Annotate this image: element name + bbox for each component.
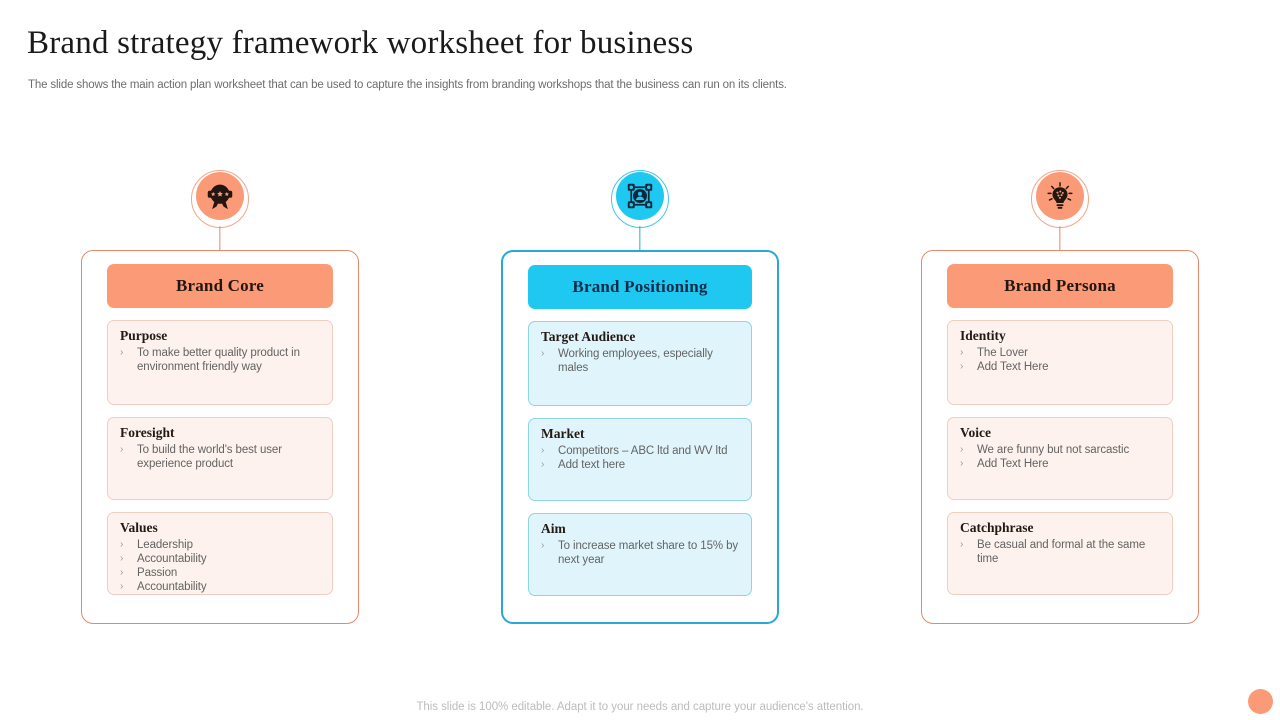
- connector-line: [219, 226, 221, 250]
- chevron-right-icon: ›: [541, 444, 545, 456]
- bullet-item: › Be casual and formal at the same time: [960, 538, 1162, 566]
- card-section[interactable]: Voice › We are funny but not sarcastic › Add…: [947, 417, 1173, 500]
- chevron-right-icon: ›: [541, 347, 545, 359]
- card-section[interactable]: Purpose › To make better quality product i…: [107, 320, 333, 405]
- bullet-text: Add Text Here: [977, 360, 1049, 373]
- chevron-right-icon: ›: [960, 360, 964, 372]
- lightbulb-idea-icon: [1036, 172, 1084, 220]
- bullet-text: Add Text Here: [977, 457, 1049, 470]
- chevron-right-icon: ›: [120, 346, 124, 358]
- bullet-text: To build the world's best user experienc…: [137, 443, 282, 470]
- bullet-item: › To make better quality product in envir…: [120, 346, 322, 374]
- connector-line: [639, 226, 641, 250]
- bullet-item: › To increase market share to 15% by next…: [541, 539, 741, 567]
- bullet-text: We are funny but not sarcastic: [977, 443, 1130, 456]
- bullet-text: To increase market share to 15% by next …: [558, 539, 739, 566]
- bullet-item: › Add Text Here: [960, 457, 1162, 471]
- card-section[interactable]: Values › Leadership › Accountability › Passion…: [107, 512, 333, 595]
- bullet-item: › Competitors – ABC ltd and WV ltd: [541, 444, 741, 458]
- bullet-text: Add text here: [558, 458, 626, 471]
- bullet-text: Leadership: [137, 538, 193, 551]
- bullet-text: To make better quality product in enviro…: [137, 346, 300, 373]
- target-positioning-icon: [616, 172, 664, 220]
- bullet-text: Accountability: [137, 552, 207, 565]
- section-title: Market: [541, 426, 585, 441]
- chevron-right-icon: ›: [120, 443, 124, 455]
- chevron-right-icon: ›: [541, 539, 545, 551]
- card-header: Brand Positioning: [528, 265, 752, 309]
- bullet-text: Be casual and formal at the same time: [977, 538, 1146, 565]
- award-rosette-icon: [196, 172, 244, 220]
- card-section[interactable]: Catchphrase › Be casual and formal at the …: [947, 512, 1173, 595]
- section-title: Catchphrase: [960, 520, 1034, 535]
- bullet-item: › Passion: [120, 566, 322, 580]
- chevron-right-icon: ›: [120, 580, 124, 592]
- column-badge: [921, 170, 1199, 250]
- card-section[interactable]: Identity › The Lover › Add Text Here: [947, 320, 1173, 405]
- bullet-item: › We are funny but not sarcastic: [960, 443, 1162, 457]
- column-badge: [81, 170, 359, 250]
- section-title: Aim: [541, 521, 566, 536]
- bullet-item: › Accountability: [120, 580, 322, 594]
- slide-subtitle: The slide shows the main action plan wor…: [28, 79, 787, 91]
- card-header: Brand Persona: [947, 264, 1173, 308]
- slide-title: Brand strategy framework worksheet for b…: [27, 25, 694, 61]
- section-title: Voice: [960, 425, 991, 440]
- bullet-item: › The Lover: [960, 346, 1162, 360]
- card-section[interactable]: Target Audience › Working employees, espec…: [528, 321, 752, 406]
- chevron-right-icon: ›: [960, 346, 964, 358]
- section-title: Target Audience: [541, 329, 636, 344]
- connector-line: [1059, 226, 1061, 250]
- section-title: Purpose: [120, 328, 168, 343]
- bullet-text: Competitors – ABC ltd and WV ltd: [558, 444, 728, 457]
- chevron-right-icon: ›: [960, 457, 964, 469]
- bullet-item: › Accountability: [120, 552, 322, 566]
- bullet-item: › To build the world's best user experien…: [120, 443, 322, 471]
- section-title: Values: [120, 520, 158, 535]
- bullet-text: Passion: [137, 566, 178, 579]
- corner-accent-dot: [1248, 689, 1273, 714]
- card-section[interactable]: Market›Competitors – ABC ltd and WV ltd›…: [528, 418, 752, 501]
- bullet-text: The Lover: [977, 346, 1028, 359]
- bullet-item: › Working employees, especially males: [541, 347, 741, 375]
- card-header: Brand Core: [107, 264, 333, 308]
- chevron-right-icon: ›: [960, 538, 964, 550]
- footer-note: This slide is 100% editable. Adapt it to…: [416, 701, 864, 713]
- chevron-right-icon: ›: [120, 566, 124, 578]
- bullet-item: › Add Text Here: [960, 360, 1162, 374]
- bullet-item: › Add text here: [541, 458, 741, 472]
- card-section[interactable]: Foresight › To build the world's best user…: [107, 417, 333, 500]
- chevron-right-icon: ›: [120, 538, 124, 550]
- card-section[interactable]: Aim › To increase market share to 15% by n…: [528, 513, 752, 596]
- chevron-right-icon: ›: [960, 443, 964, 455]
- bullet-text: Accountability: [137, 580, 207, 593]
- section-title: Identity: [960, 328, 1006, 343]
- bullet-item: › Leadership: [120, 538, 322, 552]
- chevron-right-icon: ›: [541, 458, 545, 470]
- section-title: Foresight: [120, 425, 175, 440]
- chevron-right-icon: ›: [120, 552, 124, 564]
- bullet-text: Working employees, especially males: [558, 347, 713, 374]
- column-badge: [501, 170, 779, 250]
